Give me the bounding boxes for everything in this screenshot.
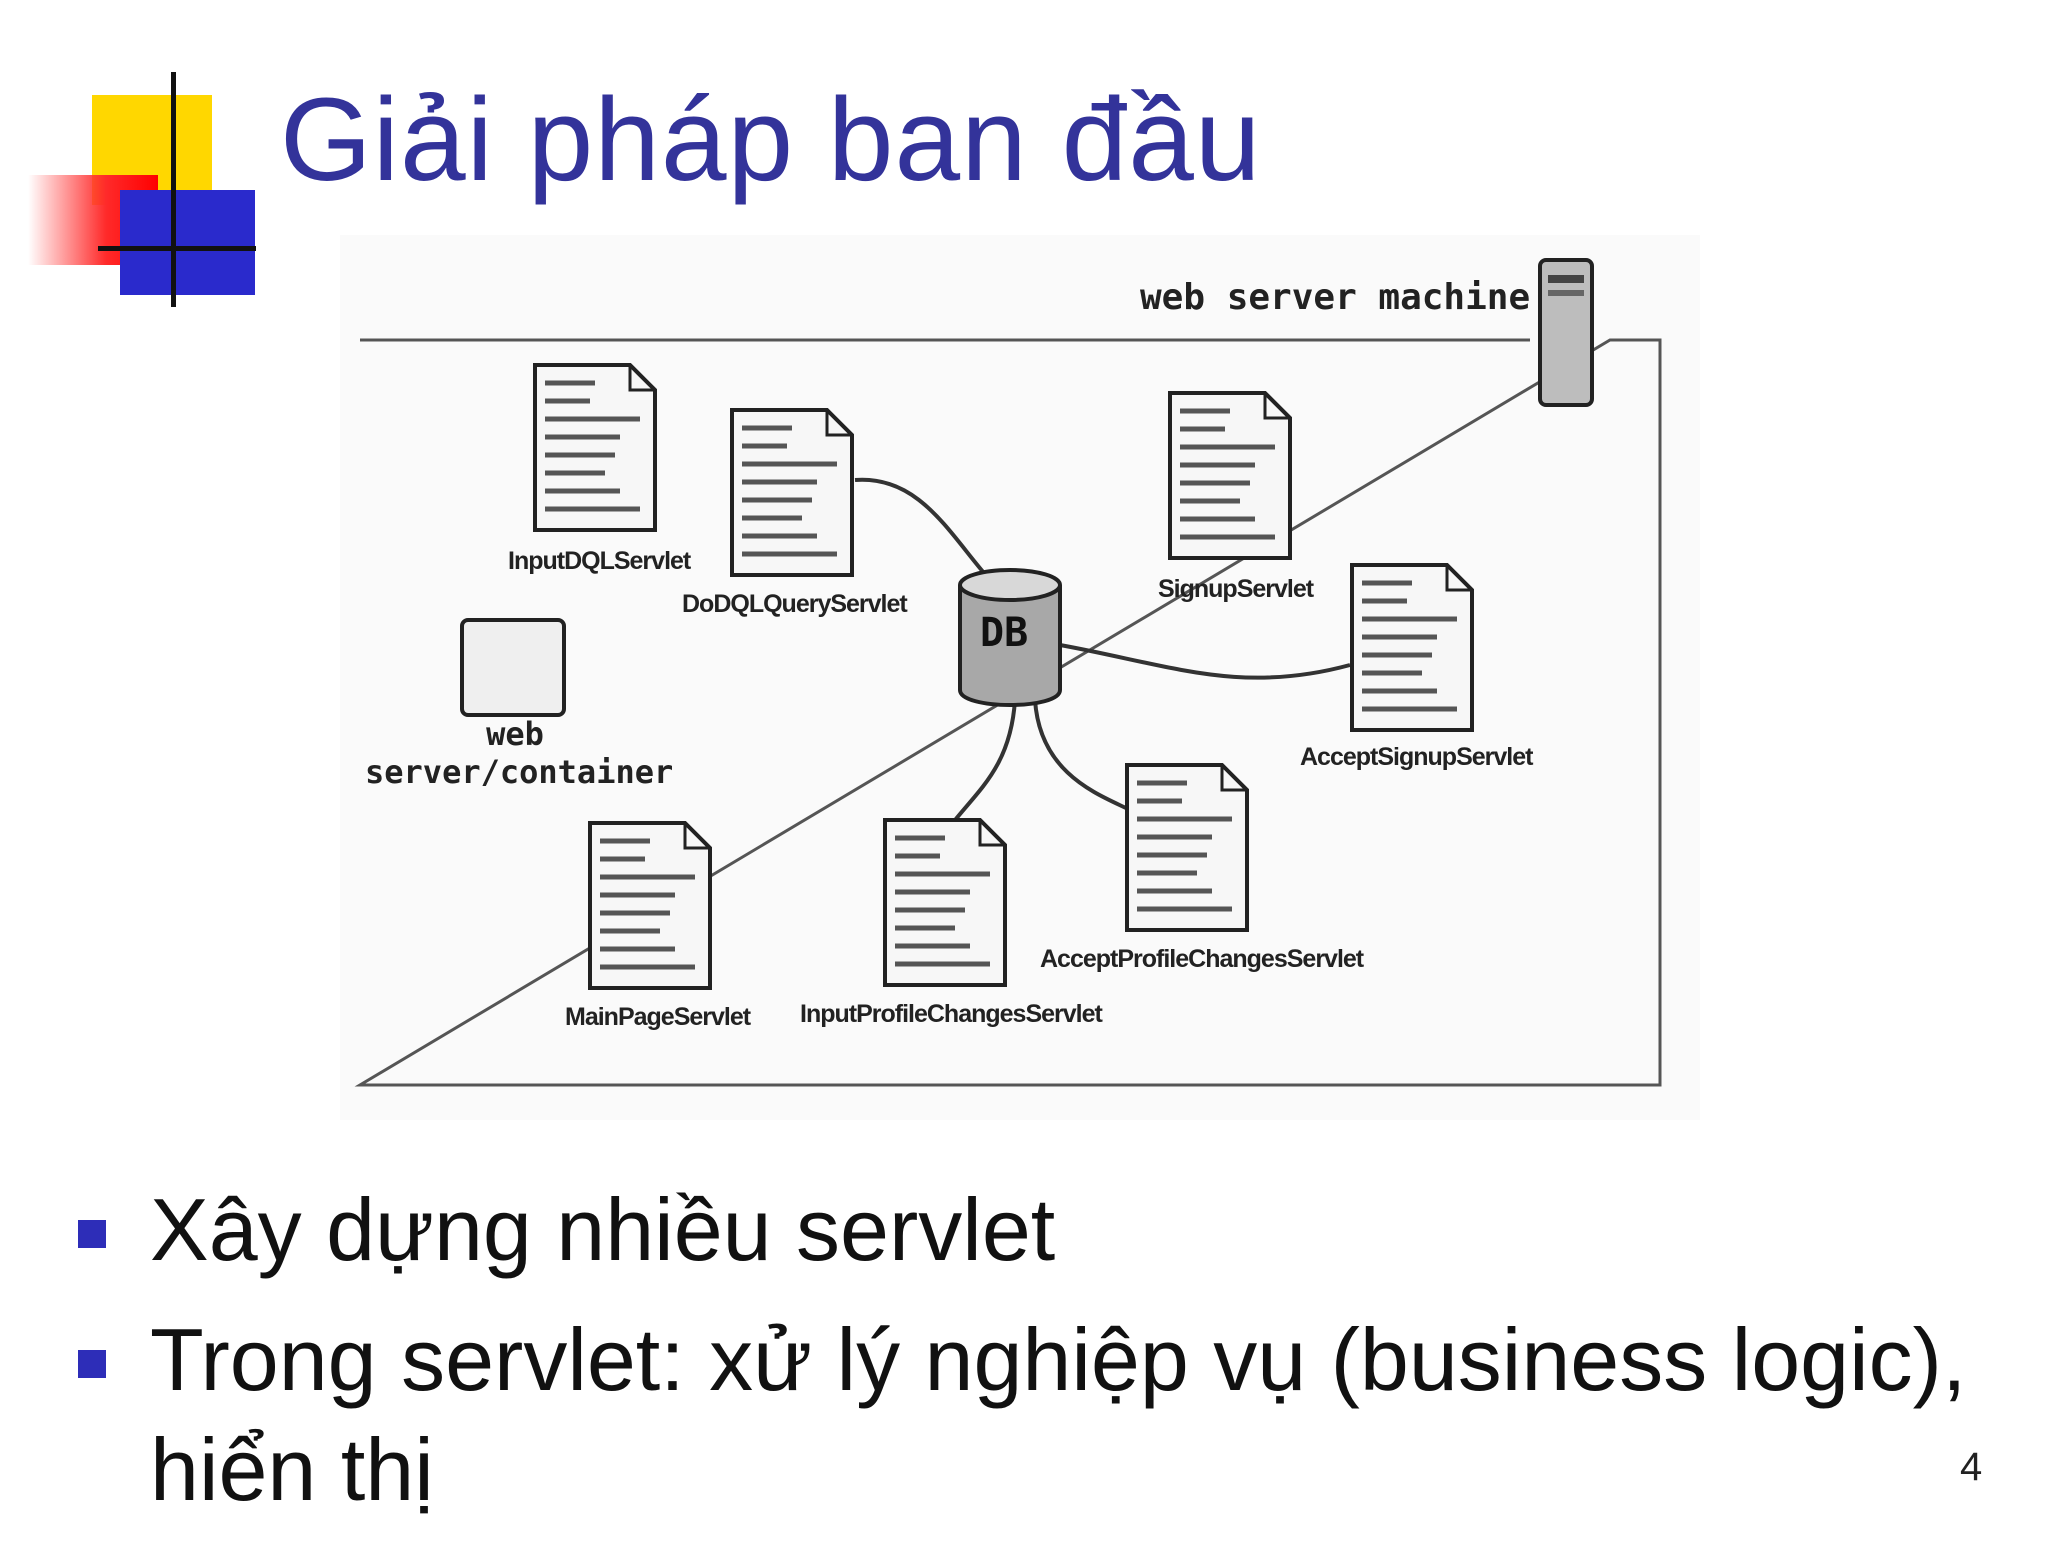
bullet-list: Xây dựng nhiều servlet Trong servlet: xử… [70,1175,1970,1545]
architecture-diagram: web server machine DB web server/contain… [340,235,1700,1120]
container-label-line2: server/container [365,753,674,791]
diagram-graphics [354,258,1662,1087]
server-tower-icon [1538,258,1594,407]
doc-signup [1170,393,1290,558]
doc-acceptprofilechanges [1127,765,1247,930]
server-boundary [354,338,1662,1087]
servlet-label-dodqlquery: DoDQLQueryServlet [682,590,908,618]
container-box [460,618,566,717]
square-bullet-icon [78,1350,106,1378]
link-db-acceptsignup [1059,643,1351,680]
servlet-label-acceptprofilechanges: AcceptProfileChangesServlet [1040,945,1364,973]
servlet-label-inputprofilechanges: InputProfileChangesServlet [800,1000,1103,1028]
doc-mainpage [590,823,710,988]
container-label-line1: web [486,715,544,753]
doc-inputprofilechanges [885,820,1005,985]
db-label: DB [980,610,1029,656]
square-bullet-icon [78,1220,106,1248]
bullet-text: Xây dựng nhiều servlet [150,1180,1056,1279]
page-number: 4 [1960,1445,1983,1489]
servlet-label-acceptsignup: AcceptSignupServlet [1300,743,1533,771]
doc-dodqlquery [732,410,852,575]
bullet-text: Trong servlet: xử lý nghiệp vụ (business… [150,1310,1967,1519]
logo-vertical-line [171,72,176,307]
doc-acceptsignup [1352,565,1472,730]
slide-logo [0,0,300,320]
bullet-item: Xây dựng nhiều servlet [70,1175,1970,1285]
link-db-acceptprofile [1033,699,1131,812]
doc-inputdql [535,365,655,530]
slide-title: Giải pháp ban đầu [280,74,1262,206]
servlet-label-mainpage: MainPageServlet [565,1003,751,1031]
servlet-label-signup: SignupServlet [1158,575,1314,603]
link-dodql-db [854,477,992,582]
bullet-item: Trong servlet: xử lý nghiệp vụ (business… [70,1305,1970,1525]
server-machine-label: web server machine [1140,277,1531,318]
database-icon [958,568,1062,707]
servlet-label-inputdql: InputDQLServlet [508,547,691,575]
logo-horizontal-line [98,246,256,251]
logo-blue-square [120,190,255,295]
container-label: web server/container [365,715,674,791]
